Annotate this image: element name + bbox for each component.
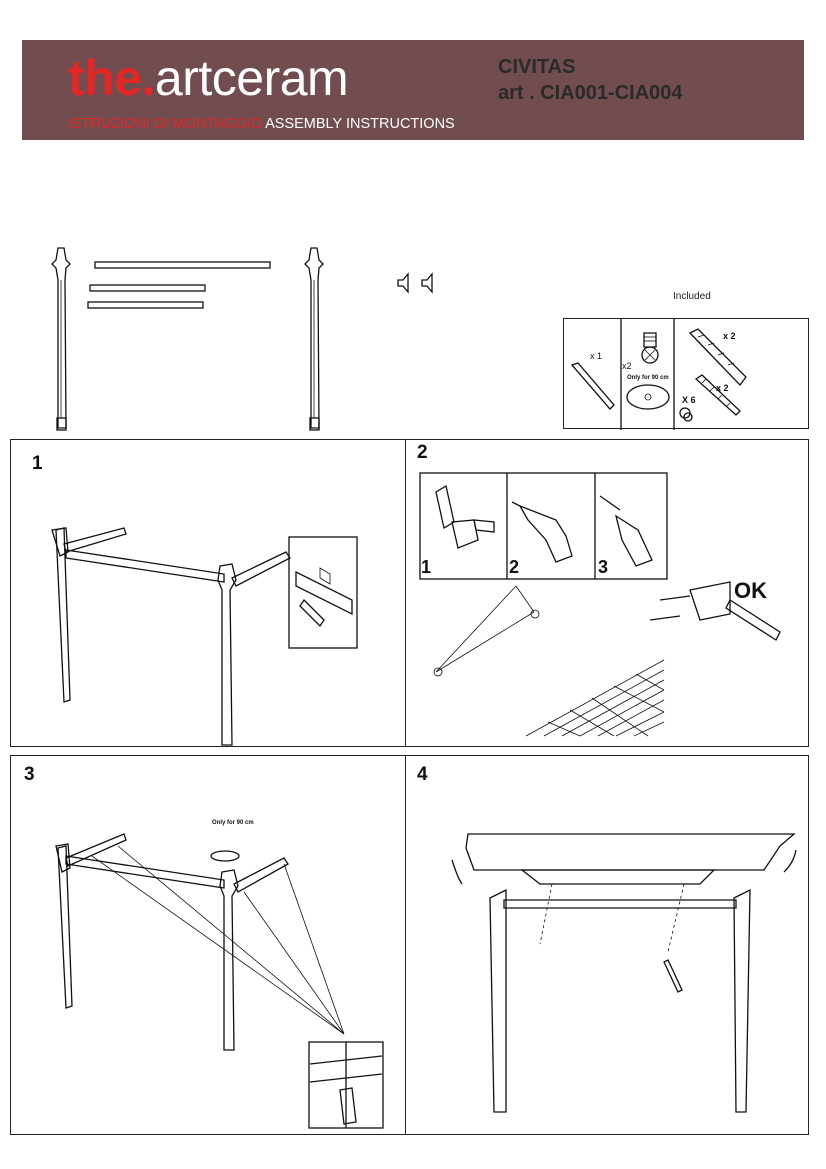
basin-shape — [465, 833, 796, 871]
screw-qty: x2 — [622, 361, 632, 371]
long-screw-qty: x 2 — [716, 383, 729, 393]
parts-overview-drawing — [51, 247, 433, 431]
right-leg-part — [304, 247, 324, 431]
screw-icon — [641, 332, 659, 364]
substep-1-label: 1 — [421, 557, 432, 577]
bracket-pair-part — [397, 272, 433, 294]
divider-2 — [405, 755, 406, 1135]
step-4-label: 4 — [417, 764, 428, 785]
included-hardware-box: x 1 x2 Only for 90 cm x 2 x 2 X 6 — [563, 318, 809, 430]
allen-key-qty: x 1 — [590, 351, 603, 361]
wall-plug-icon — [688, 328, 747, 387]
nut-qty: X 6 — [682, 395, 696, 405]
hardware-drawing — [570, 319, 747, 430]
only-for-90-step3-label: Only for 90 cm — [212, 820, 254, 826]
substep-2-label: 2 — [509, 557, 520, 577]
steps-row-1 — [10, 439, 809, 747]
long-rail-part — [94, 261, 271, 269]
long-screw-icon — [694, 374, 741, 416]
steps-row-2 — [10, 755, 809, 1135]
product-name: CIVITAS — [498, 56, 576, 78]
included-label: Included — [673, 291, 711, 302]
plug-qty: x 2 — [723, 331, 736, 341]
left-leg-part — [51, 247, 71, 431]
divider — [405, 439, 406, 747]
step-3-label: 3 — [24, 764, 35, 785]
step-1-label: 1 — [32, 453, 43, 474]
washer-icon — [626, 384, 670, 410]
document-subtitle: ISTRUZIONI DI MONTAGGIO ASSEMBLY INSTRUC… — [68, 116, 455, 132]
step-2-label: 2 — [417, 442, 428, 463]
side-rail-part — [89, 284, 206, 292]
side-rail-part-2 — [87, 301, 204, 309]
product-info: CIVITAS art . CIA001-CIA004 — [498, 54, 683, 106]
only-for-90-label: Only for 90 cm — [627, 375, 669, 381]
allen-key-icon — [570, 362, 615, 410]
substep-3-label: 3 — [598, 557, 609, 577]
product-code: art . CIA001-CIA004 — [498, 82, 683, 104]
ok-label: OK — [734, 578, 767, 603]
header-banner: the.artceram ISTRUZIONI DI MONTAGGIO ASS… — [22, 40, 804, 140]
brand-logo: the.artceram — [68, 50, 349, 106]
